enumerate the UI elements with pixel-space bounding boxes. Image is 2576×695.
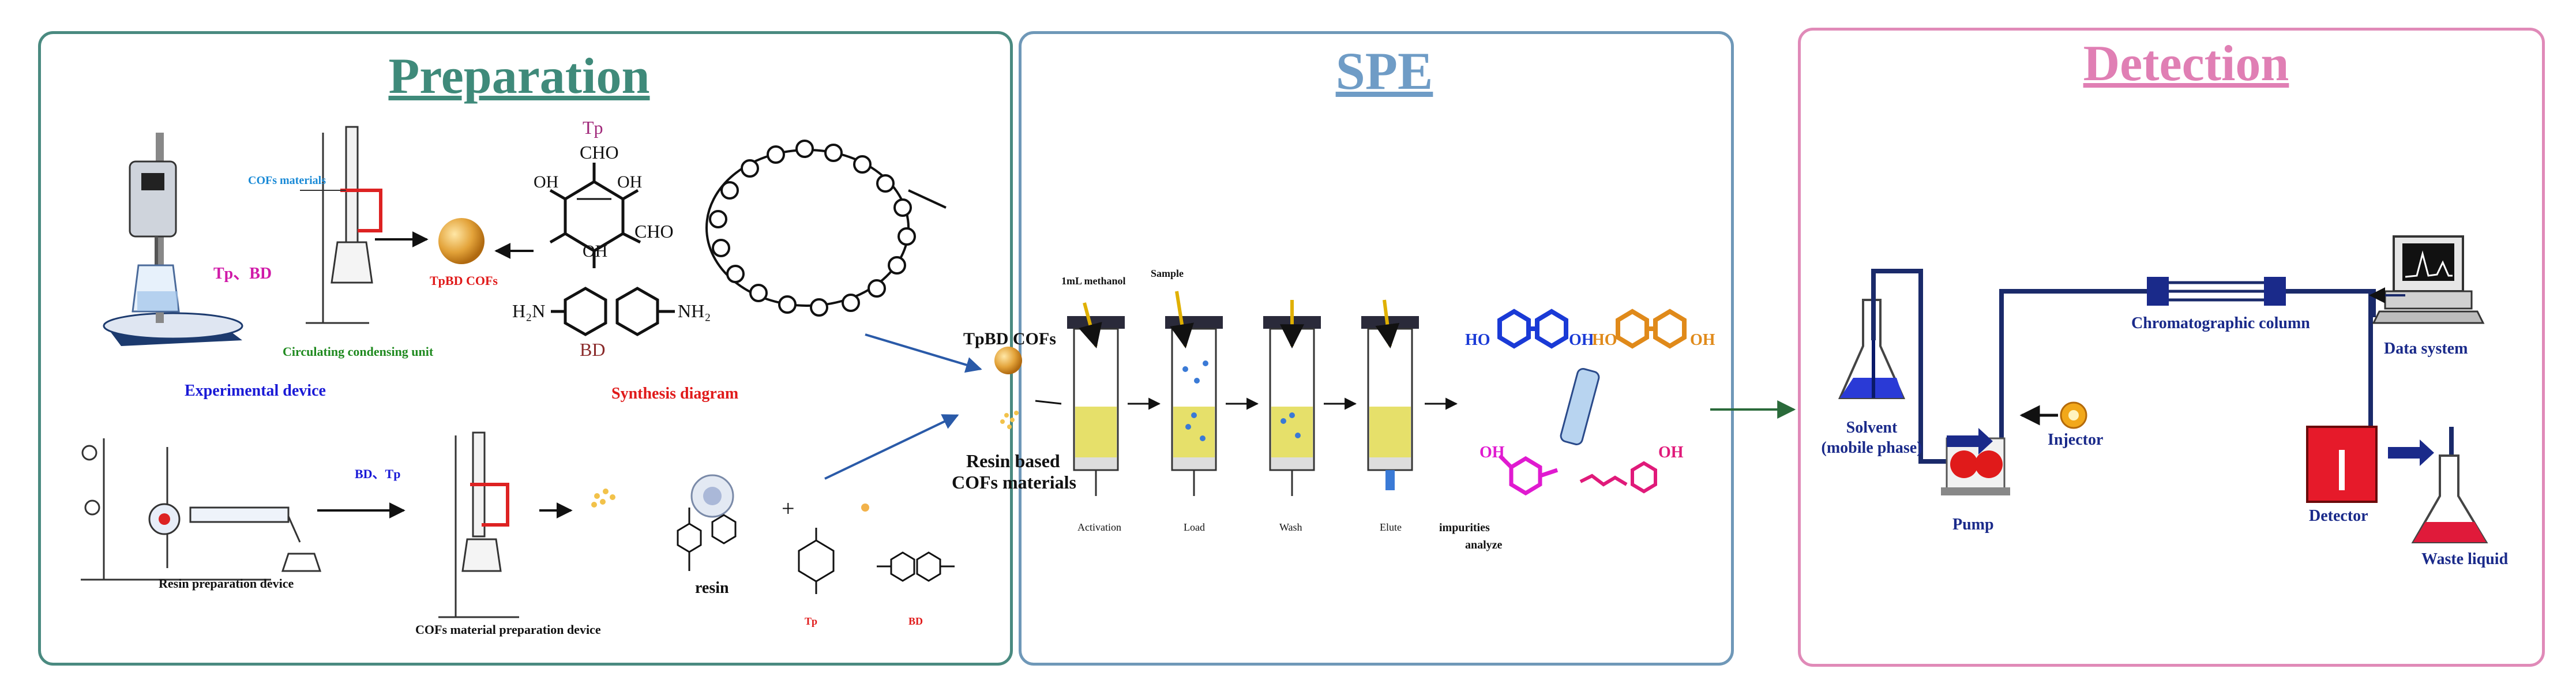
cofs-preparation-device-icon	[438, 431, 519, 618]
bd-tp-label: BD、Tp	[355, 467, 401, 481]
tp-label: Tp	[583, 117, 603, 138]
solvent-flask-icon	[1838, 299, 1906, 399]
bd-label: BD	[580, 339, 606, 360]
analyte-pink-icon	[1579, 461, 1657, 494]
tp-molecule-icon	[549, 163, 641, 268]
detector-label: Detector	[2309, 507, 2368, 525]
column-label: Chromatographic column	[2131, 314, 2310, 332]
cartridge-activation	[1067, 302, 1125, 496]
activation-label: Activation	[1077, 521, 1121, 533]
tp-bd-label: Tp、BD	[213, 265, 272, 283]
nh2-label: NH₂	[678, 300, 711, 321]
resin-based-label-line1: Resin based	[966, 450, 1060, 471]
cofs-materials-label: COFs materials	[248, 174, 326, 187]
pump-label: Pump	[1952, 516, 1994, 534]
chromatographic-column-icon	[2147, 277, 2286, 306]
ho-orange-label: HO	[1592, 331, 1617, 349]
bd-molecule-icon	[551, 287, 675, 336]
wash-label: Wash	[1279, 521, 1302, 533]
analyte-orange-icon	[1616, 309, 1687, 349]
spe-panel	[1019, 31, 1734, 666]
oh-right-label: OH	[617, 172, 643, 191]
cartridge-wash	[1263, 300, 1321, 496]
resin-device-icon	[81, 438, 322, 581]
cof-network-icon	[705, 140, 947, 317]
activation-top-label: 1mL methanol	[1061, 275, 1126, 287]
preparation-title: Preparation	[388, 48, 650, 104]
solvent-label-line1: Solvent	[1846, 419, 1898, 437]
oh-orange-label: OH	[1690, 331, 1715, 349]
spe-resin-granules	[1000, 411, 1019, 429]
spe-title: SPE	[1335, 42, 1433, 100]
ho-magenta-label: OH	[1479, 444, 1505, 461]
detection-title: Detection	[2083, 36, 2289, 92]
detector-flow-arrow	[2388, 439, 2434, 466]
stirrer-device-icon	[103, 133, 243, 346]
ho-blue-label: HO	[1465, 331, 1490, 349]
analyze-label: analyze	[1465, 539, 1503, 551]
oh-bottom-label: OH	[583, 242, 608, 261]
condensing-unit-icon	[300, 126, 382, 324]
oh-blue-label: OH	[1569, 331, 1594, 349]
analyte-magenta-icon	[1498, 454, 1559, 496]
injector-icon	[2019, 401, 2087, 429]
svg-text:+: +	[782, 495, 795, 521]
h2n-label: H₂N	[512, 300, 546, 321]
spe-tpbd-ball	[994, 347, 1022, 374]
data-system-label: Data system	[2384, 340, 2468, 358]
experimental-device-label: Experimental device	[185, 382, 326, 400]
solvent-label-line2: (mobile phase)	[1821, 439, 1922, 457]
cho-top-label: CHO	[580, 142, 619, 163]
oh-left-label: OH	[534, 172, 559, 191]
impurities-label: impurities	[1439, 521, 1490, 534]
tpbd-cofs-small-label: TpBD COFs	[430, 273, 498, 288]
resin-bead-icon	[690, 474, 734, 518]
tp-small-label: Tp	[805, 615, 818, 627]
data-system-computer-icon	[2372, 235, 2485, 324]
injector-label: Injector	[2048, 431, 2104, 449]
synthesis-diagram-label: Synthesis diagram	[611, 385, 739, 403]
analyte-blue-icon	[1497, 309, 1568, 349]
pump-direction-icon	[1947, 428, 1993, 454]
resin-device-label: Resin preparation device	[159, 576, 294, 591]
bd-small-icon	[877, 551, 955, 582]
circulating-unit-label: Circulating condensing unit	[283, 344, 434, 359]
cho-right-label: CHO	[634, 221, 674, 242]
waste-liquid-label: Waste liquid	[2421, 550, 2509, 568]
vial-icon	[1560, 368, 1600, 445]
bd-small-label: BD	[908, 615, 923, 627]
oh-pink-label: OH	[1658, 444, 1684, 461]
waste-flask-icon	[2411, 454, 2488, 543]
spe-tpbd-cofs-label: TpBD COFs	[963, 329, 1056, 348]
resin-cofs-granules-icon	[591, 489, 615, 508]
detector-icon	[2306, 426, 2378, 503]
elute-label: Elute	[1380, 521, 1402, 533]
resin-polymer-icon	[677, 508, 737, 571]
cartridge-load	[1165, 291, 1223, 496]
detection-panel	[1798, 28, 2545, 667]
cartridge-elute	[1361, 299, 1419, 490]
cofs-device-label: COFs material preparation device	[415, 622, 601, 637]
load-label: Load	[1184, 521, 1205, 533]
resin-based-label-line2: COFs materials	[952, 472, 1076, 493]
resin-label: resin	[695, 579, 729, 597]
sample-label: Sample	[1151, 268, 1184, 279]
tp-small-icon	[798, 528, 835, 594]
tpbd-cofs-ball	[438, 218, 485, 264]
spe-cartridges	[1067, 291, 1458, 496]
